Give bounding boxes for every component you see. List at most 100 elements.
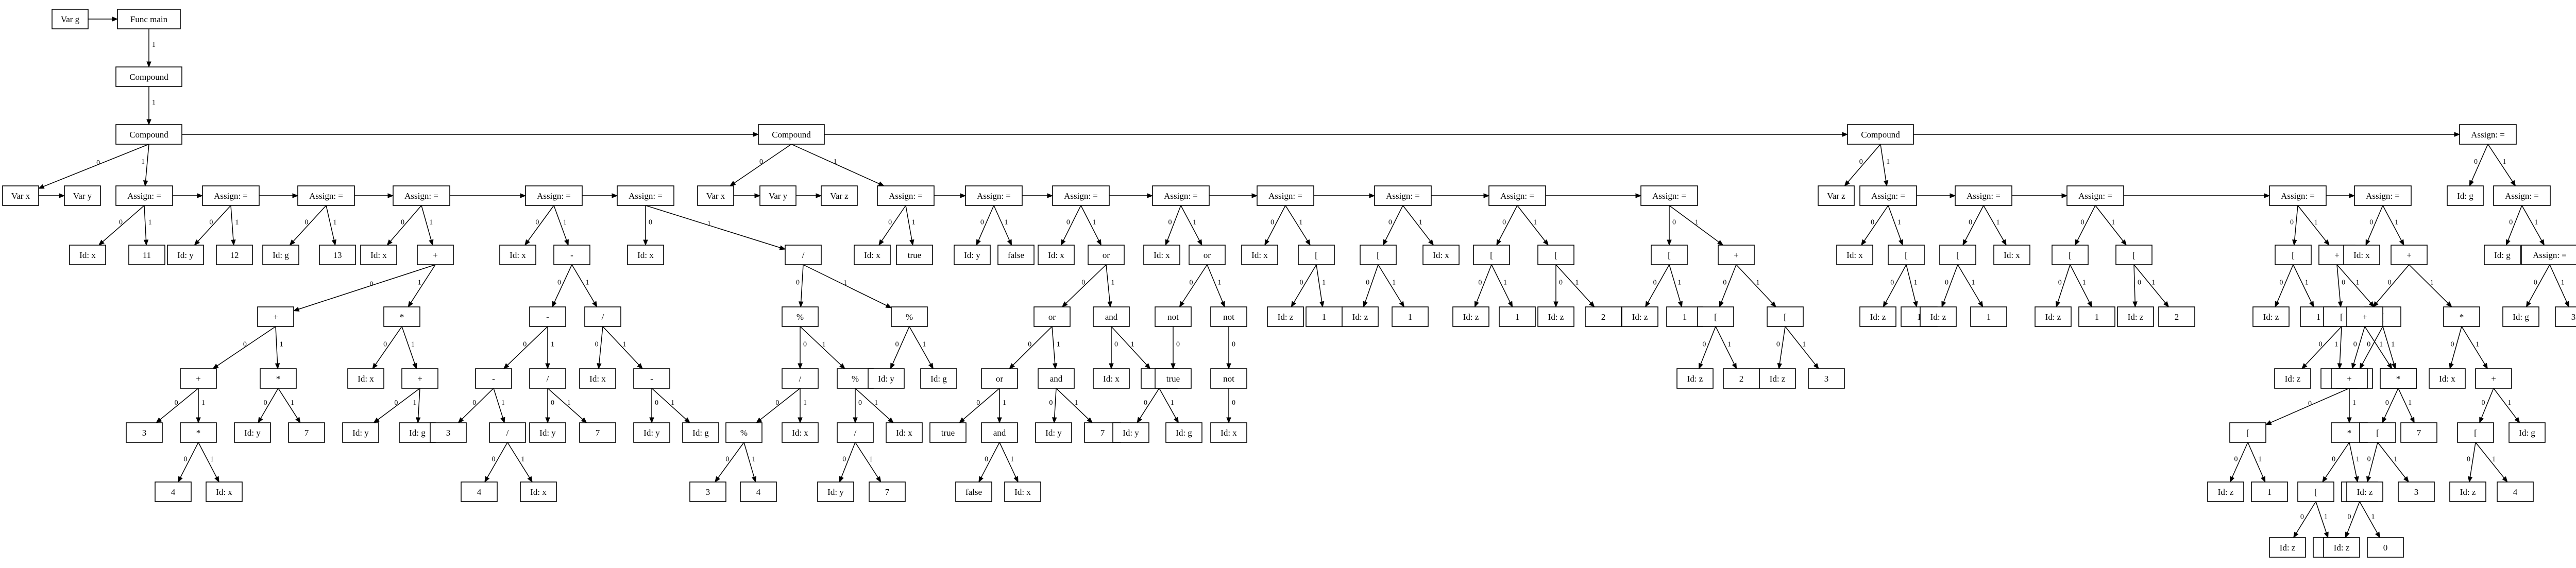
node-label: - xyxy=(570,250,573,260)
node-box xyxy=(2229,422,2266,443)
edge-line xyxy=(1402,205,1431,242)
node-t4o: or xyxy=(1189,245,1226,265)
node-s1a: Id: x xyxy=(69,245,106,265)
node-t6: Assign: = xyxy=(1374,185,1432,206)
node-s6iy2: Id: y xyxy=(868,368,905,389)
node-box xyxy=(869,481,906,502)
edge-line xyxy=(462,388,494,420)
edge-a4s-a4sig: 0 xyxy=(2505,205,2522,246)
edge-line xyxy=(553,205,567,240)
edge-u5p3-u5ig: 1 xyxy=(2493,388,2520,424)
arrowhead-icon xyxy=(1382,239,1388,246)
node-s2b: 12 xyxy=(216,245,253,265)
edge-label: 1 xyxy=(2356,455,2360,463)
edge-vy2-vz2 xyxy=(796,193,822,198)
node-s4: Assign: = xyxy=(393,185,450,206)
node-box xyxy=(633,368,670,389)
node-label: Compound xyxy=(1861,130,1900,140)
node-label: Assign: = xyxy=(1386,191,1420,201)
arrowhead-icon xyxy=(643,239,648,246)
node-s6r4: % xyxy=(891,306,928,327)
node-box xyxy=(69,245,106,265)
node-label: 7 xyxy=(596,428,600,438)
edge-u5m3-u5p3: 1 xyxy=(2461,326,2488,370)
edge-s6r4-s6ig: 1 xyxy=(909,326,934,370)
edge-s4m3-s4ix2: 0 xyxy=(372,326,402,370)
node-label: Var y xyxy=(73,191,92,201)
node-label: Id: x xyxy=(1048,250,1064,260)
node-label: [ xyxy=(1668,250,1671,260)
arrowhead-icon xyxy=(387,193,394,198)
arrowhead-icon xyxy=(729,181,736,186)
edge-label: 1 xyxy=(235,218,239,226)
edge-label: 1 xyxy=(411,340,415,348)
node-box xyxy=(2331,368,2368,389)
edge-t8l2-t8iz2: 0 xyxy=(1698,326,1716,370)
node-u1iz: Id: z xyxy=(1859,306,1896,327)
edge-s5m-s5m1: 0 xyxy=(552,264,572,308)
edge-s5d1-s5n4: 0 xyxy=(484,442,508,483)
node-box xyxy=(2429,368,2466,389)
arrowhead-icon xyxy=(2502,476,2508,483)
arrowhead-icon xyxy=(1052,363,1058,370)
node-label: Id: x xyxy=(792,428,808,438)
edge-line xyxy=(2293,264,2312,303)
edge-label: 0 xyxy=(535,218,539,226)
node-label: not xyxy=(1167,312,1179,322)
node-box xyxy=(525,185,583,206)
edge-label: 1 xyxy=(2151,279,2155,286)
edge-label: 0 xyxy=(2138,279,2141,286)
node-s6d2: / xyxy=(837,422,874,443)
node-box xyxy=(347,368,384,389)
edge-t2-t2b: 1 xyxy=(993,205,1012,246)
edge-line xyxy=(1056,388,1089,420)
node-box xyxy=(1759,368,1796,389)
arrowhead-icon xyxy=(753,132,759,137)
edge-line xyxy=(1517,205,1546,242)
node-box xyxy=(2484,245,2521,265)
edge-label: 1 xyxy=(2111,218,2115,226)
node-label: Id: z xyxy=(1632,312,1648,322)
edge-line xyxy=(1906,264,1916,302)
node-s6n4: 4 xyxy=(740,481,777,502)
edge-line xyxy=(417,388,420,418)
node-box xyxy=(2493,185,2551,206)
node-box xyxy=(1859,185,1917,206)
node-s4ix: Id: x xyxy=(206,481,243,502)
edge-line xyxy=(43,144,149,187)
edge-label: 0 xyxy=(888,218,892,226)
node-a4s: Assign: = xyxy=(2493,185,2551,206)
node-label: or xyxy=(996,374,1004,384)
node-s5iy2: Id: y xyxy=(633,422,670,443)
node-label: true xyxy=(941,428,955,438)
arrowhead-icon xyxy=(779,245,786,250)
edge-u5p1-u5m2: 1 xyxy=(2364,326,2393,370)
node-u5a: Id: x xyxy=(2343,245,2380,265)
edge-vx2-vy2 xyxy=(734,193,761,198)
node-label: / xyxy=(602,312,604,322)
arrowhead-icon xyxy=(156,417,162,423)
edge-label: 0 xyxy=(595,340,599,348)
edge-line xyxy=(1106,264,1110,302)
edge-t8l3-t8iz3: 0 xyxy=(1776,326,1786,370)
node-a4s2n3: 3 xyxy=(2555,306,2576,327)
edge-line xyxy=(390,205,422,242)
arrowhead-icon xyxy=(890,363,895,370)
node-s4m3: * xyxy=(383,306,420,327)
arrowhead-icon xyxy=(1165,239,1170,246)
edge-line xyxy=(102,205,145,242)
node-box xyxy=(697,185,734,206)
node-label: Id: x xyxy=(637,250,654,260)
edge-line xyxy=(2451,326,2462,364)
edge-line xyxy=(1385,205,1403,241)
node-box xyxy=(2078,306,2115,327)
arrowhead-icon xyxy=(649,417,654,424)
node-t8n3: 3 xyxy=(1808,368,1845,389)
node-box xyxy=(584,306,621,327)
edge-label: 0 xyxy=(1176,340,1180,348)
node-label: 2 xyxy=(1739,374,1744,384)
arrowhead-icon xyxy=(2564,301,2569,308)
edge-label: 1 xyxy=(2305,279,2309,286)
node-t3: Assign: = xyxy=(1052,185,1110,206)
arrowhead-icon xyxy=(2347,417,2352,424)
